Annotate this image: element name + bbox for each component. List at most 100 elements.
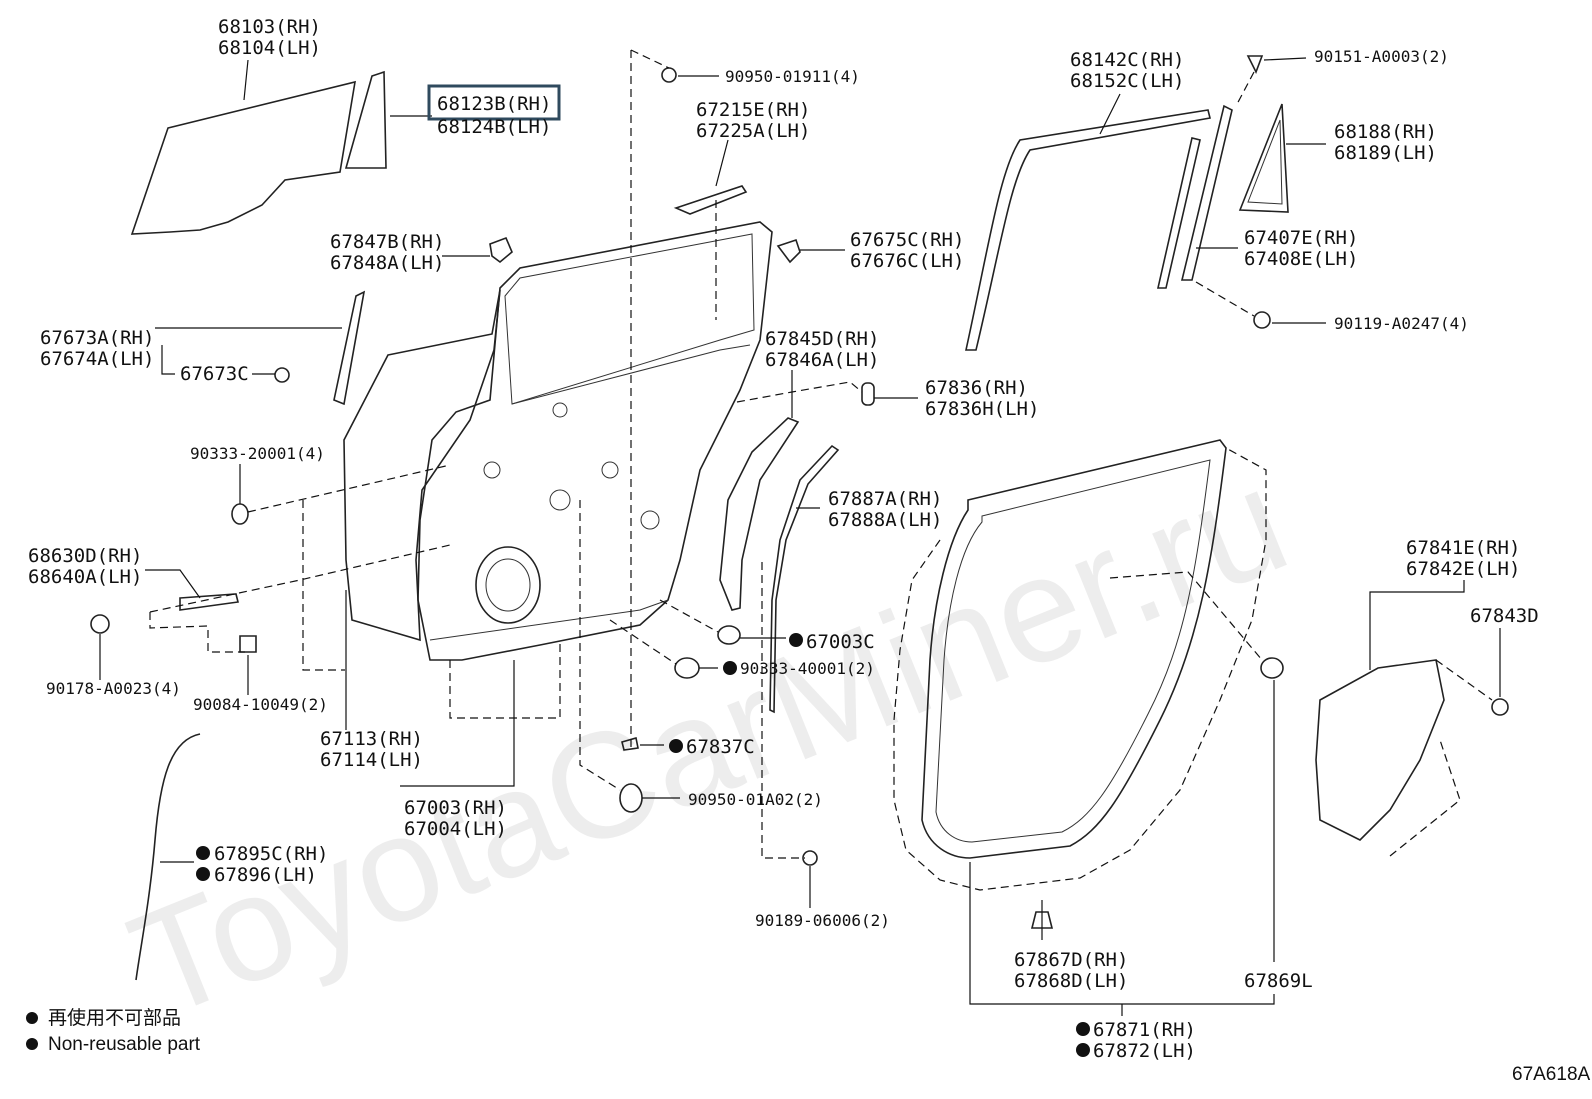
mark-plug-40001 <box>723 661 737 675</box>
label-67408e: 67408E(LH) <box>1244 248 1358 270</box>
service-hole-5 <box>552 402 568 418</box>
label-90333-40001: 90333-40001(2) <box>740 659 875 678</box>
dash-hole-plug <box>579 500 621 791</box>
label-67113: 67113(RH) <box>320 728 423 750</box>
leader-handle <box>715 139 729 187</box>
label-67676c: 67676C(LH) <box>850 250 964 272</box>
door-seal <box>719 417 800 611</box>
service-hole-3 <box>601 461 619 479</box>
cap-seal <box>861 382 875 406</box>
label-67896: 67896(LH) <box>214 864 317 886</box>
label-67215e: 67215E(RH) <box>696 99 810 121</box>
door-check <box>179 593 239 611</box>
dash-strip <box>761 562 805 859</box>
dash-panel-bottom <box>449 640 561 719</box>
label-67837c: 67837C <box>686 736 755 758</box>
leader-run <box>1099 93 1121 135</box>
service-hole-4 <box>640 510 660 530</box>
hinge-cover <box>489 236 513 264</box>
label-67846a: 67846A(LH) <box>765 349 879 371</box>
inside-handle <box>673 185 748 215</box>
glass-run <box>965 109 1211 351</box>
bolt-90119 <box>1253 311 1271 329</box>
door-lower-edge <box>429 599 669 641</box>
label-67847b: 67847B(RH) <box>330 231 444 253</box>
label-68142c: 68142C(RH) <box>1070 49 1184 71</box>
label-67836: 67836(RH) <box>925 377 1028 399</box>
screw-90151 <box>1246 55 1264 74</box>
label-67407e: 67407E(RH) <box>1244 227 1358 249</box>
label-67842e: 67842E(LH) <box>1406 558 1520 580</box>
leader-cover <box>1369 580 1465 670</box>
label-67845d: 67845D(RH) <box>765 328 879 350</box>
label-67895c: 67895C(RH) <box>214 843 328 865</box>
label-68640a: 68640A(LH) <box>28 566 142 588</box>
speaker-hole <box>475 546 541 624</box>
weatherstrip <box>921 439 1227 859</box>
mark-wire-lh <box>196 867 210 881</box>
label-67869l: 67869L <box>1244 970 1313 992</box>
label-68152c: 68152C(LH) <box>1070 70 1184 92</box>
legend-en: Non-reusable part <box>48 1034 201 1055</box>
dash-check <box>149 544 451 613</box>
label-67872: 67872(LH) <box>1093 1040 1196 1062</box>
label-67673a: 67673A(RH) <box>40 327 154 349</box>
label-67225a: 67225A(LH) <box>696 120 810 142</box>
weatherstrip-clip <box>1030 911 1054 929</box>
plug-90333-20001 <box>231 503 249 525</box>
weatherstrip-inner <box>935 459 1211 843</box>
dash-panel-left <box>302 500 345 671</box>
dash-pad <box>659 599 719 633</box>
label-90950-01911: 90950-01911(4) <box>725 67 860 86</box>
door-window-frame <box>504 233 755 405</box>
label-68189: 68189(LH) <box>1334 142 1437 164</box>
garnish-clip <box>274 367 290 383</box>
label-67003: 67003(RH) <box>404 797 507 819</box>
speaker-hole-inner <box>485 558 531 612</box>
mark-pad <box>789 633 803 647</box>
top-clip <box>661 67 677 83</box>
label-67871: 67871(RH) <box>1093 1019 1196 1041</box>
wire-harness <box>135 733 201 981</box>
label-67843d: 67843D <box>1470 605 1539 627</box>
label-67003c: 67003C <box>806 631 875 653</box>
label-68123b: 68123B(RH) <box>437 93 551 115</box>
legend-bullet-jp <box>26 1012 38 1024</box>
leader-check <box>145 569 201 599</box>
dash-plug-40001 <box>609 619 677 665</box>
dash-check-bolt <box>149 612 245 653</box>
quarter-glass <box>1238 103 1289 213</box>
frame-rear-strip <box>1180 104 1233 281</box>
leader-door <box>400 660 515 787</box>
check-nut <box>90 614 110 634</box>
fixed-glass <box>344 70 387 169</box>
label-90333-20001: 90333-20001(4) <box>190 444 325 463</box>
service-hole-2 <box>549 489 571 511</box>
screw-90189 <box>802 850 818 866</box>
leader-garnish-bracket <box>161 345 175 375</box>
clip-67869l <box>1260 657 1284 679</box>
service-cover <box>1315 659 1445 841</box>
door-belt-line <box>511 344 751 405</box>
label-67675c: 67675C(RH) <box>850 229 964 251</box>
label-67836h: 67836H(LH) <box>925 398 1039 420</box>
mark-wire-rh <box>196 846 210 860</box>
label-67114: 67114(LH) <box>320 749 423 771</box>
label-67841e: 67841E(RH) <box>1406 537 1520 559</box>
pad-67003c <box>717 625 741 645</box>
label-68103: 68103(RH) <box>218 16 321 38</box>
label-67004: 67004(LH) <box>404 818 507 840</box>
dash-weatherstrip <box>893 447 1267 891</box>
label-67673c: 67673C <box>180 363 249 385</box>
service-hole-1 <box>483 461 501 479</box>
frame-bracket <box>776 238 801 264</box>
dash-screw-top <box>1235 71 1255 107</box>
legend-jp: 再使用不可部品 <box>48 1007 181 1029</box>
dash-cover-clip <box>1435 659 1493 701</box>
leader-screw-top <box>1263 57 1307 61</box>
label-67888a: 67888A(LH) <box>828 509 942 531</box>
label-67868d: 67868D(LH) <box>1014 970 1128 992</box>
label-90178: 90178-A0023(4) <box>46 679 181 698</box>
